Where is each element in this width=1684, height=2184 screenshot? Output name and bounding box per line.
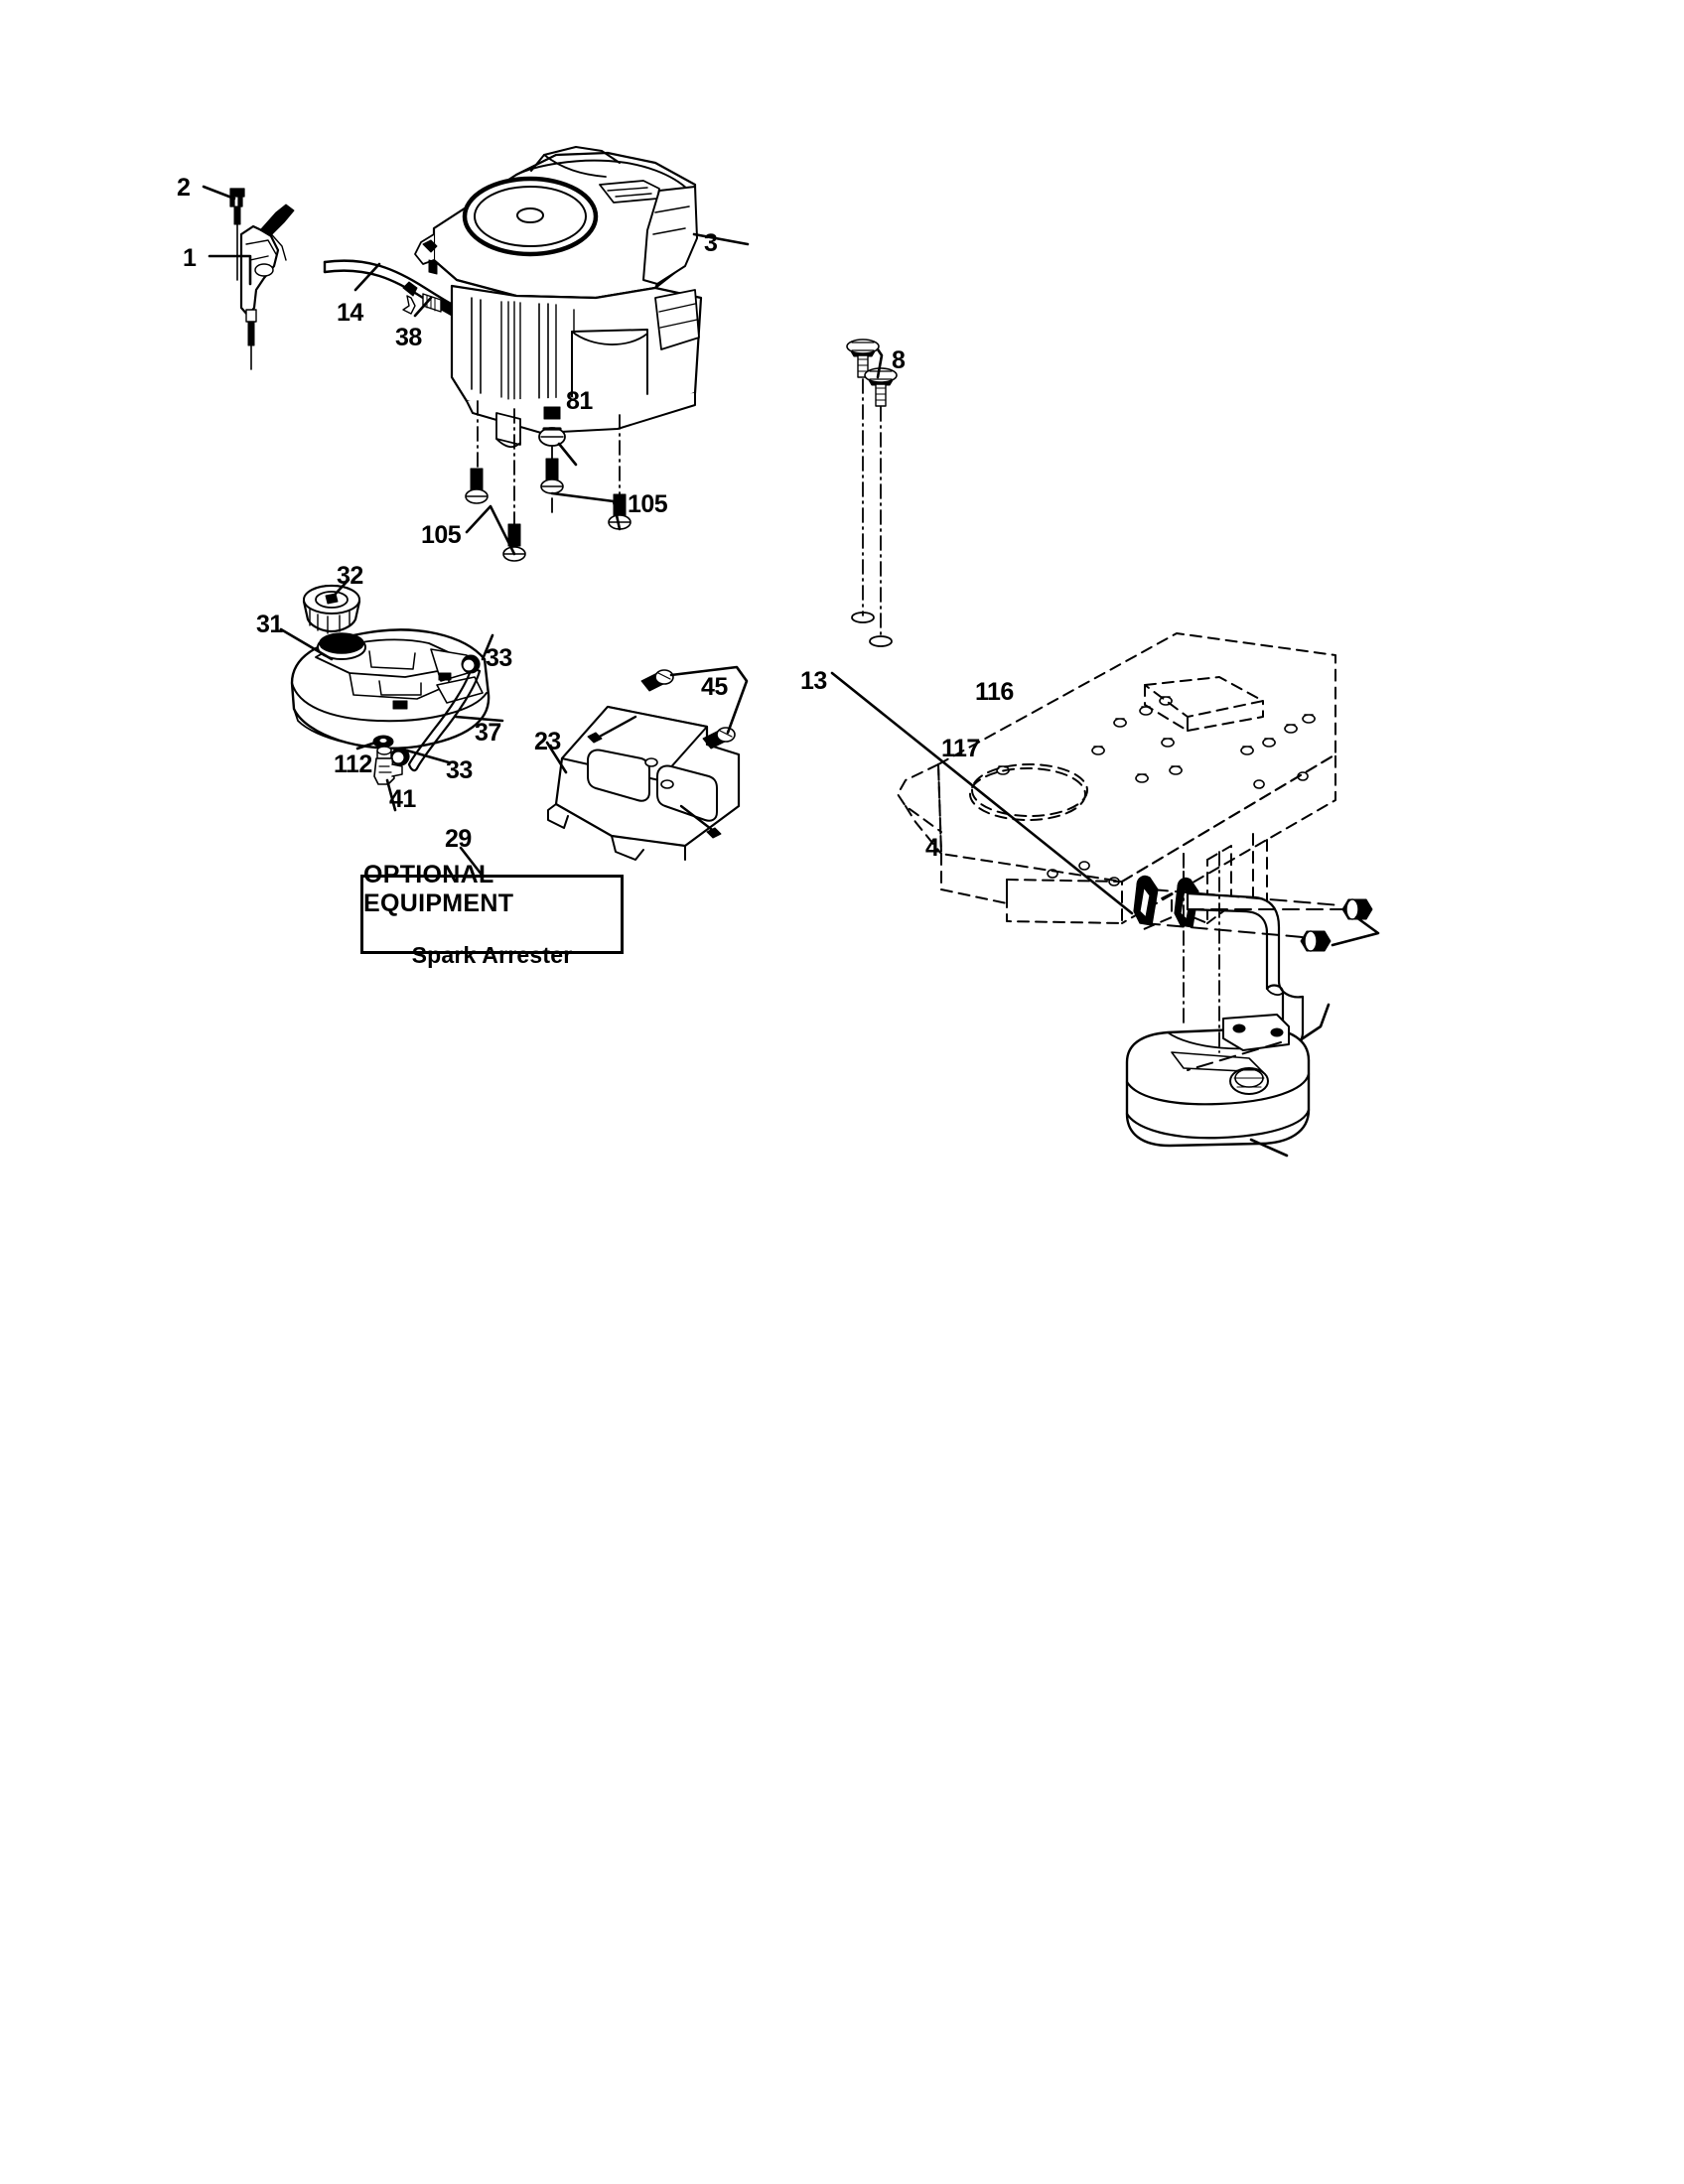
fuel-tank-art: [279, 578, 491, 750]
optional-equipment-subtitle: Spark Arrester: [411, 941, 573, 968]
callout-81: 81: [566, 387, 593, 415]
callout-32: 32: [337, 562, 363, 590]
callout-33-upper: 33: [486, 644, 512, 672]
chassis-screw-art: [846, 339, 898, 407]
callout-105-left: 105: [421, 521, 462, 549]
leader-13: [830, 671, 1134, 915]
callout-41: 41: [389, 785, 416, 813]
callout-33-lower: 33: [446, 756, 473, 784]
heat-shield-art: [545, 665, 749, 861]
mounting-bolt-leaders: [465, 491, 622, 556]
callout-31: 31: [256, 611, 283, 638]
callout-112: 112: [334, 751, 372, 778]
fuel-valve-art: [355, 633, 504, 812]
callout-3: 3: [704, 229, 718, 257]
callout-23: 23: [534, 728, 561, 755]
callout-8: 8: [892, 346, 906, 374]
mounting-bolt-heads: [465, 458, 632, 562]
callout-45: 45: [701, 673, 728, 701]
optional-equipment-title: OPTIONAL EQUIPMENT: [363, 860, 514, 917]
callout-29: 29: [445, 825, 472, 853]
optional-equipment-box: OPTIONAL EQUIPMENT Spark Arrester: [360, 861, 624, 968]
engine-assembly-art: [414, 146, 750, 467]
callout-38: 38: [395, 324, 422, 351]
callout-13: 13: [800, 667, 827, 695]
callout-2: 2: [177, 174, 191, 202]
callout-117: 117: [941, 735, 980, 762]
chassis-plate-art: [851, 612, 1336, 930]
callout-1: 1: [183, 244, 197, 272]
throttle-control-bracket-art: [202, 185, 295, 370]
callout-37: 37: [475, 719, 501, 747]
callout-105-right: 105: [628, 490, 668, 518]
callout-4: 4: [925, 834, 939, 862]
exhaust-muffler-art: [1125, 851, 1380, 1158]
callout-116: 116: [975, 678, 1014, 706]
callout-14: 14: [337, 299, 363, 327]
